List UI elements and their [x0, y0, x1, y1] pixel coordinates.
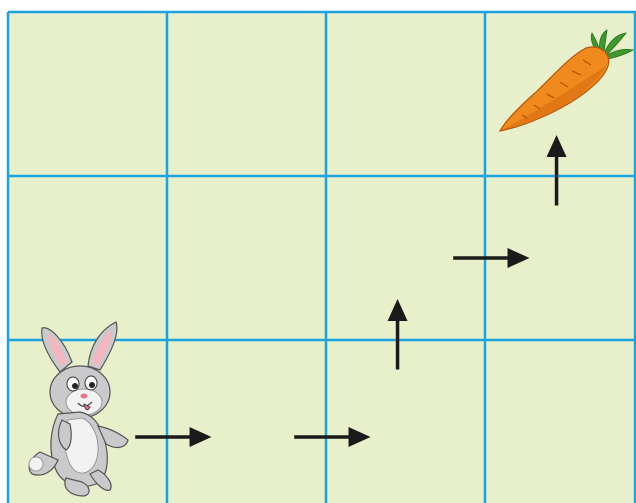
rabbit-left-pupil	[72, 383, 78, 389]
grid-cell-r2-c3[interactable]	[485, 340, 636, 503]
grid-cell-r0-c0[interactable]	[8, 12, 167, 176]
grid-cell-r1-c0[interactable]	[8, 176, 167, 340]
grid-cell-r2-c1[interactable]	[167, 340, 326, 503]
rabbit-tail	[29, 457, 43, 471]
rabbit-right-pupil	[89, 382, 95, 388]
grid-cell-r1-c1[interactable]	[167, 176, 326, 340]
grid-cell-r0-c1[interactable]	[167, 12, 326, 176]
grid-cell-r0-c2[interactable]	[326, 12, 485, 176]
grid-cell-r2-c2[interactable]	[326, 340, 485, 503]
rabbit-muzzle	[66, 389, 102, 415]
rabbit-nose	[81, 394, 88, 399]
